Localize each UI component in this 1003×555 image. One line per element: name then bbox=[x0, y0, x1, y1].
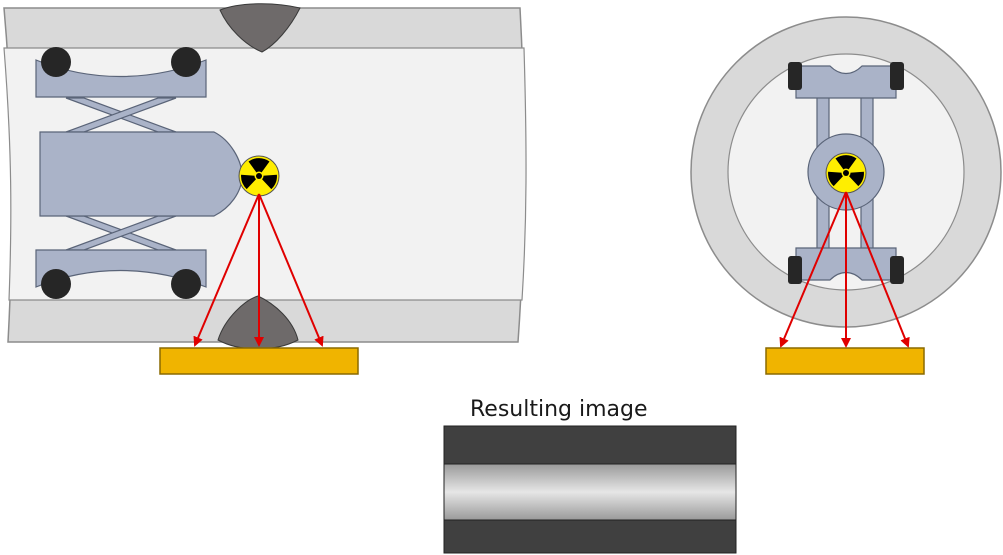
film-section bbox=[765, 347, 925, 375]
result-band-bottom bbox=[443, 519, 737, 554]
radiation-trefoil-icon bbox=[238, 155, 280, 197]
radiation-rays-side bbox=[193, 193, 324, 347]
wheel-end-bottom-right bbox=[890, 256, 904, 284]
wheel-top-right bbox=[171, 47, 201, 77]
radiation-rays-section bbox=[779, 191, 910, 348]
wheel-bottom-left bbox=[41, 269, 71, 299]
pipe-cross-section bbox=[690, 16, 1002, 375]
result-band-center bbox=[443, 463, 737, 521]
wheel-bottom-right bbox=[171, 269, 201, 299]
wheel-end-bottom-left bbox=[788, 256, 802, 284]
resulting-image-caption: Resulting image bbox=[470, 397, 648, 422]
wheel-top-left bbox=[41, 47, 71, 77]
weld-bead-top bbox=[219, 3, 301, 53]
wheel-end-top-left bbox=[788, 62, 802, 90]
crawler-body bbox=[39, 131, 243, 217]
pipe-side-view bbox=[3, 3, 527, 375]
wheel-end-top-right bbox=[890, 62, 904, 90]
result-band-top bbox=[443, 425, 737, 465]
resulting-image-panel: Resulting image bbox=[443, 397, 737, 554]
film-side bbox=[159, 347, 359, 375]
radiation-trefoil-icon bbox=[825, 152, 867, 194]
